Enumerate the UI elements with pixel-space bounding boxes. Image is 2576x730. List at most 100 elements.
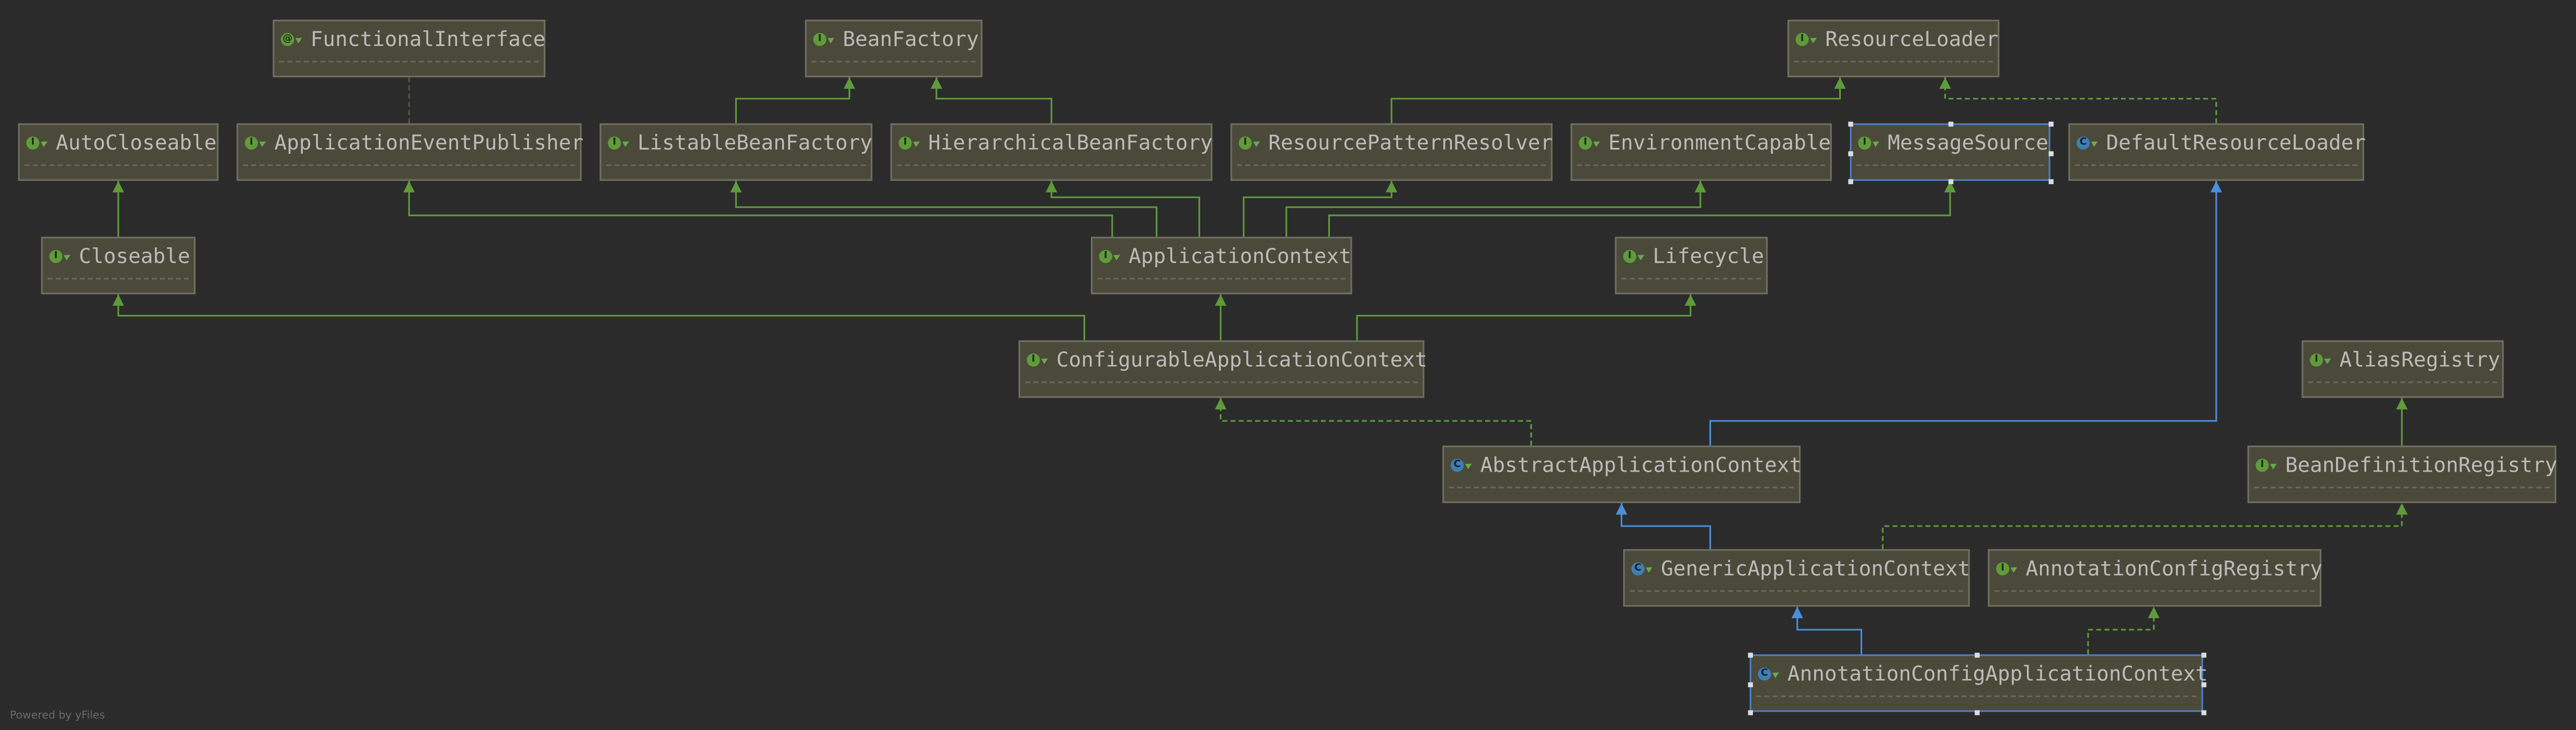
selection-handle[interactable] <box>1975 653 1980 658</box>
arrowhead <box>112 294 124 306</box>
class-node-annotation-config-application-context[interactable]: C▶AnnotationConfigApplicationContext <box>1748 653 2208 715</box>
node-label: Lifecycle <box>1652 243 1764 268</box>
edge-acac-gac[interactable] <box>1796 607 1863 655</box>
edge-ac-ec[interactable] <box>1285 180 1702 237</box>
public-visibility-icon: ▶ <box>1040 353 1051 365</box>
edge-drl-rl[interactable] <box>1944 77 2217 123</box>
class-node-annotation-config-registry[interactable]: I▶AnnotationConfigRegistry <box>1988 549 2322 607</box>
arrowhead <box>2210 180 2222 192</box>
node-header: I▶Closeable <box>49 238 190 273</box>
selection-handle[interactable] <box>1748 710 1753 715</box>
arrowhead <box>112 180 124 192</box>
arrowhead <box>1045 180 1057 192</box>
node-divider <box>279 61 539 63</box>
selection-handle[interactable] <box>1948 179 1954 185</box>
selection-handle[interactable] <box>1748 681 1753 687</box>
edge-ac-ms[interactable] <box>1328 180 1951 237</box>
edge-aac-drl[interactable] <box>1709 180 2217 446</box>
arrowhead <box>1694 180 1706 192</box>
selection-handle[interactable] <box>2201 653 2207 658</box>
arrowhead <box>1791 607 1803 619</box>
node-divider <box>1621 278 1761 280</box>
node-divider <box>2075 164 2358 166</box>
node-label: ListableBeanFactory <box>637 130 873 155</box>
node-label: AutoCloseable <box>55 130 217 155</box>
edge-ac-aep[interactable] <box>408 180 1113 237</box>
class-node-alias-registry[interactable]: I▶AliasRegistry <box>2301 340 2504 398</box>
selection-handle[interactable] <box>2048 179 2054 185</box>
node-divider <box>243 164 575 166</box>
edge-ac-hbf[interactable] <box>1051 180 1200 237</box>
class-node-application-context[interactable]: I▶ApplicationContext <box>1091 236 1352 294</box>
node-divider <box>25 164 212 166</box>
class-icon: C <box>1758 666 1771 680</box>
class-node-closeable[interactable]: I▶Closeable <box>41 236 196 294</box>
edge-cac-closeable[interactable] <box>117 294 1086 340</box>
selection-handle[interactable] <box>2048 121 2054 127</box>
class-node-bean-factory[interactable]: I▶BeanFactory <box>805 19 983 77</box>
class-node-resource-loader[interactable]: I▶ResourceLoader <box>1787 19 2000 77</box>
node-header: C▶GenericApplicationContext <box>1631 551 1970 585</box>
class-node-hierarchical-bean-factory[interactable]: I▶HierarchicalBeanFactory <box>890 123 1213 181</box>
edge-ac-lbf[interactable] <box>735 180 1158 237</box>
node-header: I▶AliasRegistry <box>2310 342 2500 377</box>
edge-hbf-bf[interactable] <box>936 77 1053 123</box>
class-node-generic-application-context[interactable]: C▶GenericApplicationContext <box>1623 549 1970 607</box>
node-header: C▶AbstractApplicationContext <box>1451 447 1802 482</box>
selection-handle[interactable] <box>1748 653 1753 658</box>
public-visibility-icon: ▶ <box>621 136 632 148</box>
arrowhead <box>403 180 415 192</box>
node-header: I▶ApplicationContext <box>1099 238 1351 273</box>
selection-handle[interactable] <box>1948 121 1954 127</box>
edge-rpr-rl[interactable] <box>1390 77 1841 123</box>
selection-handle[interactable] <box>2201 681 2207 687</box>
interface-icon: I <box>2255 458 2269 471</box>
node-label: Closeable <box>78 243 190 268</box>
selection-handle[interactable] <box>1975 710 1980 715</box>
class-icon: C <box>2076 135 2090 149</box>
arrowhead <box>1684 294 1696 306</box>
public-visibility-icon: ▶ <box>63 250 73 261</box>
class-node-auto-closeable[interactable]: I▶AutoCloseable <box>18 123 219 181</box>
node-label: ResourcePatternResolver <box>1268 130 1553 155</box>
class-node-message-source[interactable]: I▶MessageSource <box>1848 121 2054 185</box>
class-node-bean-definition-registry[interactable]: I▶BeanDefinitionRegistry <box>2247 446 2557 504</box>
arrowhead <box>1615 503 1627 515</box>
selection-handle[interactable] <box>1848 121 1853 127</box>
class-node-environment-capable[interactable]: I▶EnvironmentCapable <box>1570 123 1832 181</box>
edge-cac-lc[interactable] <box>1356 294 1692 340</box>
public-visibility-icon: ▶ <box>1592 136 1603 148</box>
node-header: I▶ResourceLoader <box>1795 21 1998 56</box>
edge-aac-cac[interactable] <box>1219 397 1532 446</box>
selection-handle[interactable] <box>1848 150 1853 156</box>
edge-ac-rpr[interactable] <box>1243 180 1393 237</box>
node-header: I▶EnvironmentCapable <box>1579 125 1831 159</box>
class-node-resource-pattern-resolver[interactable]: I▶ ResourcePatternResolver <box>1230 123 1553 181</box>
public-visibility-icon: ▶ <box>1637 250 1647 261</box>
node-label: EnvironmentCapable <box>1608 130 1831 155</box>
node-divider <box>811 61 976 63</box>
class-node-functional-interface[interactable]: @▶FunctionalInterface <box>272 19 546 77</box>
node-header: I▶HierarchicalBeanFactory <box>898 125 1213 159</box>
selection-handle[interactable] <box>2201 710 2207 715</box>
node-divider <box>897 164 1206 166</box>
edge-gac-aac[interactable] <box>1621 503 1711 550</box>
public-visibility-icon: ▶ <box>2323 353 2334 365</box>
public-visibility-icon: ▶ <box>1252 136 1262 148</box>
edge-lbf-bf[interactable] <box>735 77 850 123</box>
selection-handle[interactable] <box>2048 150 2054 156</box>
class-node-lifecycle[interactable]: I▶Lifecycle <box>1615 236 1768 294</box>
class-node-application-event-publisher[interactable]: I▶ApplicationEventPublisher <box>236 123 584 181</box>
edge-gac-bdr[interactable] <box>1882 503 2403 550</box>
class-node-abstract-application-context[interactable]: C▶AbstractApplicationContext <box>1442 446 1802 504</box>
class-node-default-resource-loader[interactable]: C▶DefaultResourceLoader <box>2068 123 2366 181</box>
node-header: I▶BeanDefinitionRegistry <box>2255 447 2557 482</box>
class-node-listable-bean-factory[interactable]: I▶ ListableBeanFactory <box>599 123 873 181</box>
node-header: I▶Lifecycle <box>1623 238 1764 273</box>
interface-icon: I <box>1238 135 1252 149</box>
selection-handle[interactable] <box>1848 179 1853 185</box>
edge-acac-acr[interactable] <box>2087 607 2155 655</box>
interface-icon: I <box>608 135 621 149</box>
class-node-configurable-application-context[interactable]: I▶ConfigurableApplicationContext <box>1018 340 1427 398</box>
